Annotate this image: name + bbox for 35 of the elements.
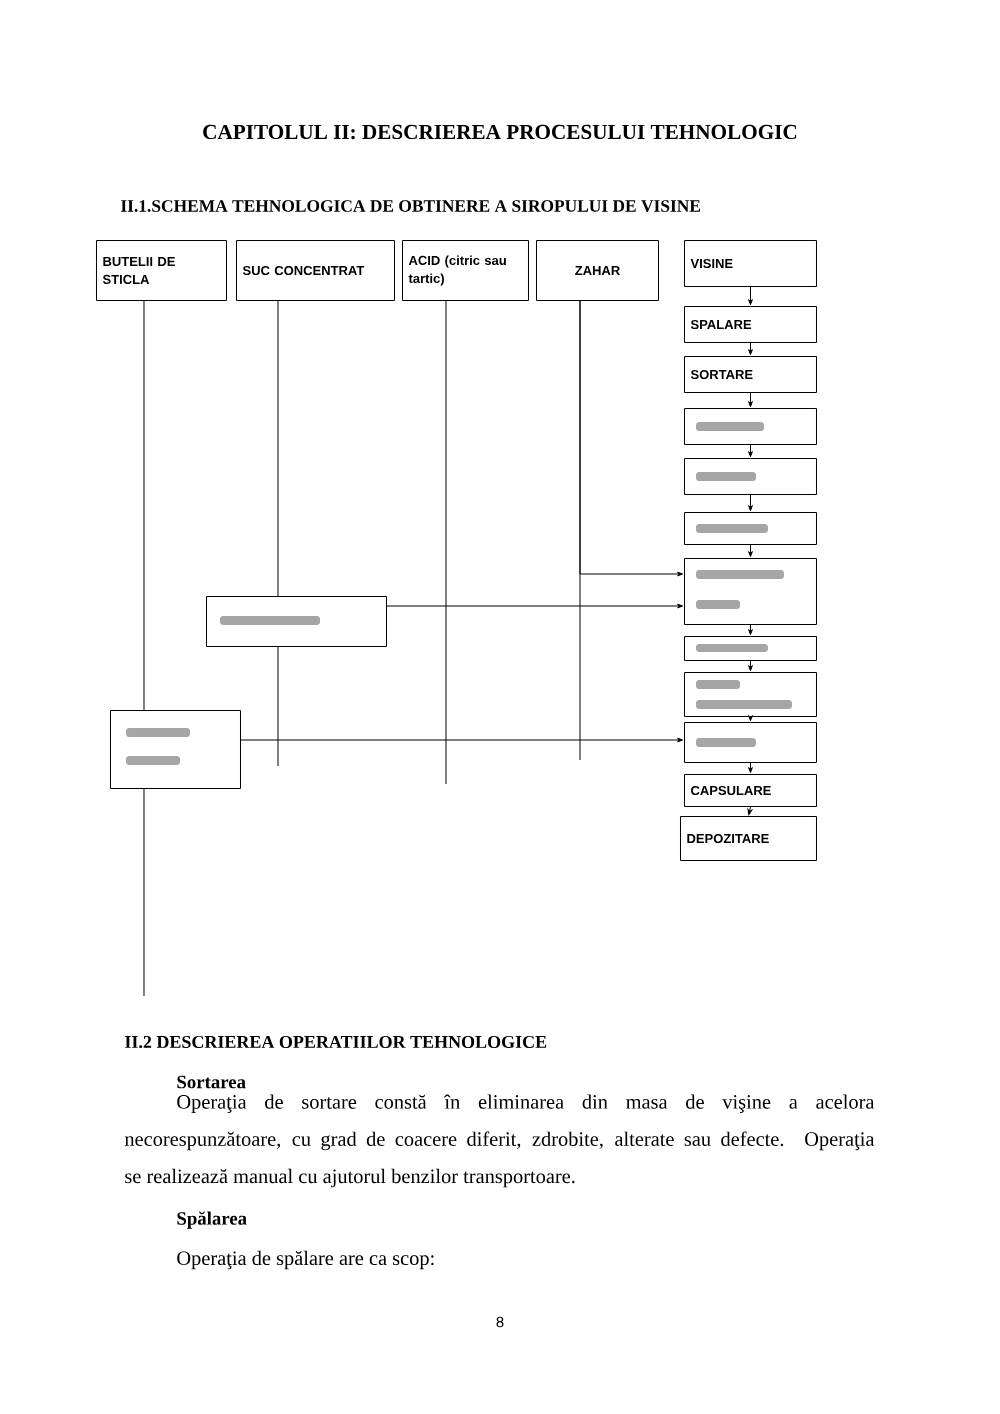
process-box [206, 596, 387, 647]
heading: Sortarea [177, 1075, 246, 1089]
arrow [747, 806, 753, 816]
arrow [748, 494, 753, 512]
arrow [748, 544, 753, 558]
arrow [748, 342, 753, 356]
connector-line [579, 300, 581, 761]
process-box [684, 722, 817, 763]
heading: II.1.SCHEMA TEHNOLOGICA DE OBTINERE A SIROPULUI DE VISINE [121, 200, 701, 212]
arrow [748, 624, 753, 636]
connector-line [277, 300, 279, 597]
connector-line [143, 788, 145, 997]
heading: CAPITOLUL II: DESCRIEREA PROCESULUI TEHNOLOGIC [203, 124, 797, 140]
connector-line [143, 300, 145, 711]
process-box [684, 636, 817, 661]
connector-line [445, 300, 447, 785]
paragraph: Operaţia de sortare constă în eliminarea din masa de vişine a acelora necorespunzătoare, cu grad de coacere diferit, zdrobite, alterate sau defecte. Operaţia se realizează manual cu ajutorul benzilor transportoare. [124, 1094, 875, 1188]
arrow [748, 286, 753, 306]
process-box [684, 672, 817, 717]
arrow [386, 603, 684, 609]
process-box [110, 710, 241, 789]
paragraph: Operaţia de spălare are ca scop: [177, 1250, 434, 1270]
process-box [684, 558, 817, 625]
arrow [748, 715, 753, 722]
connector-line [277, 646, 279, 767]
heading: II.2 DESCRIEREA OPERATIILOR TEHNOLOGICE [125, 1035, 547, 1049]
heading: Spălarea [177, 1211, 247, 1229]
arrow [240, 737, 684, 743]
process-box [684, 512, 817, 545]
arrow [748, 392, 753, 408]
process-box [684, 458, 817, 495]
arrow [748, 762, 753, 774]
process-box [684, 408, 817, 445]
arrow [748, 444, 753, 458]
arrow [748, 660, 753, 672]
